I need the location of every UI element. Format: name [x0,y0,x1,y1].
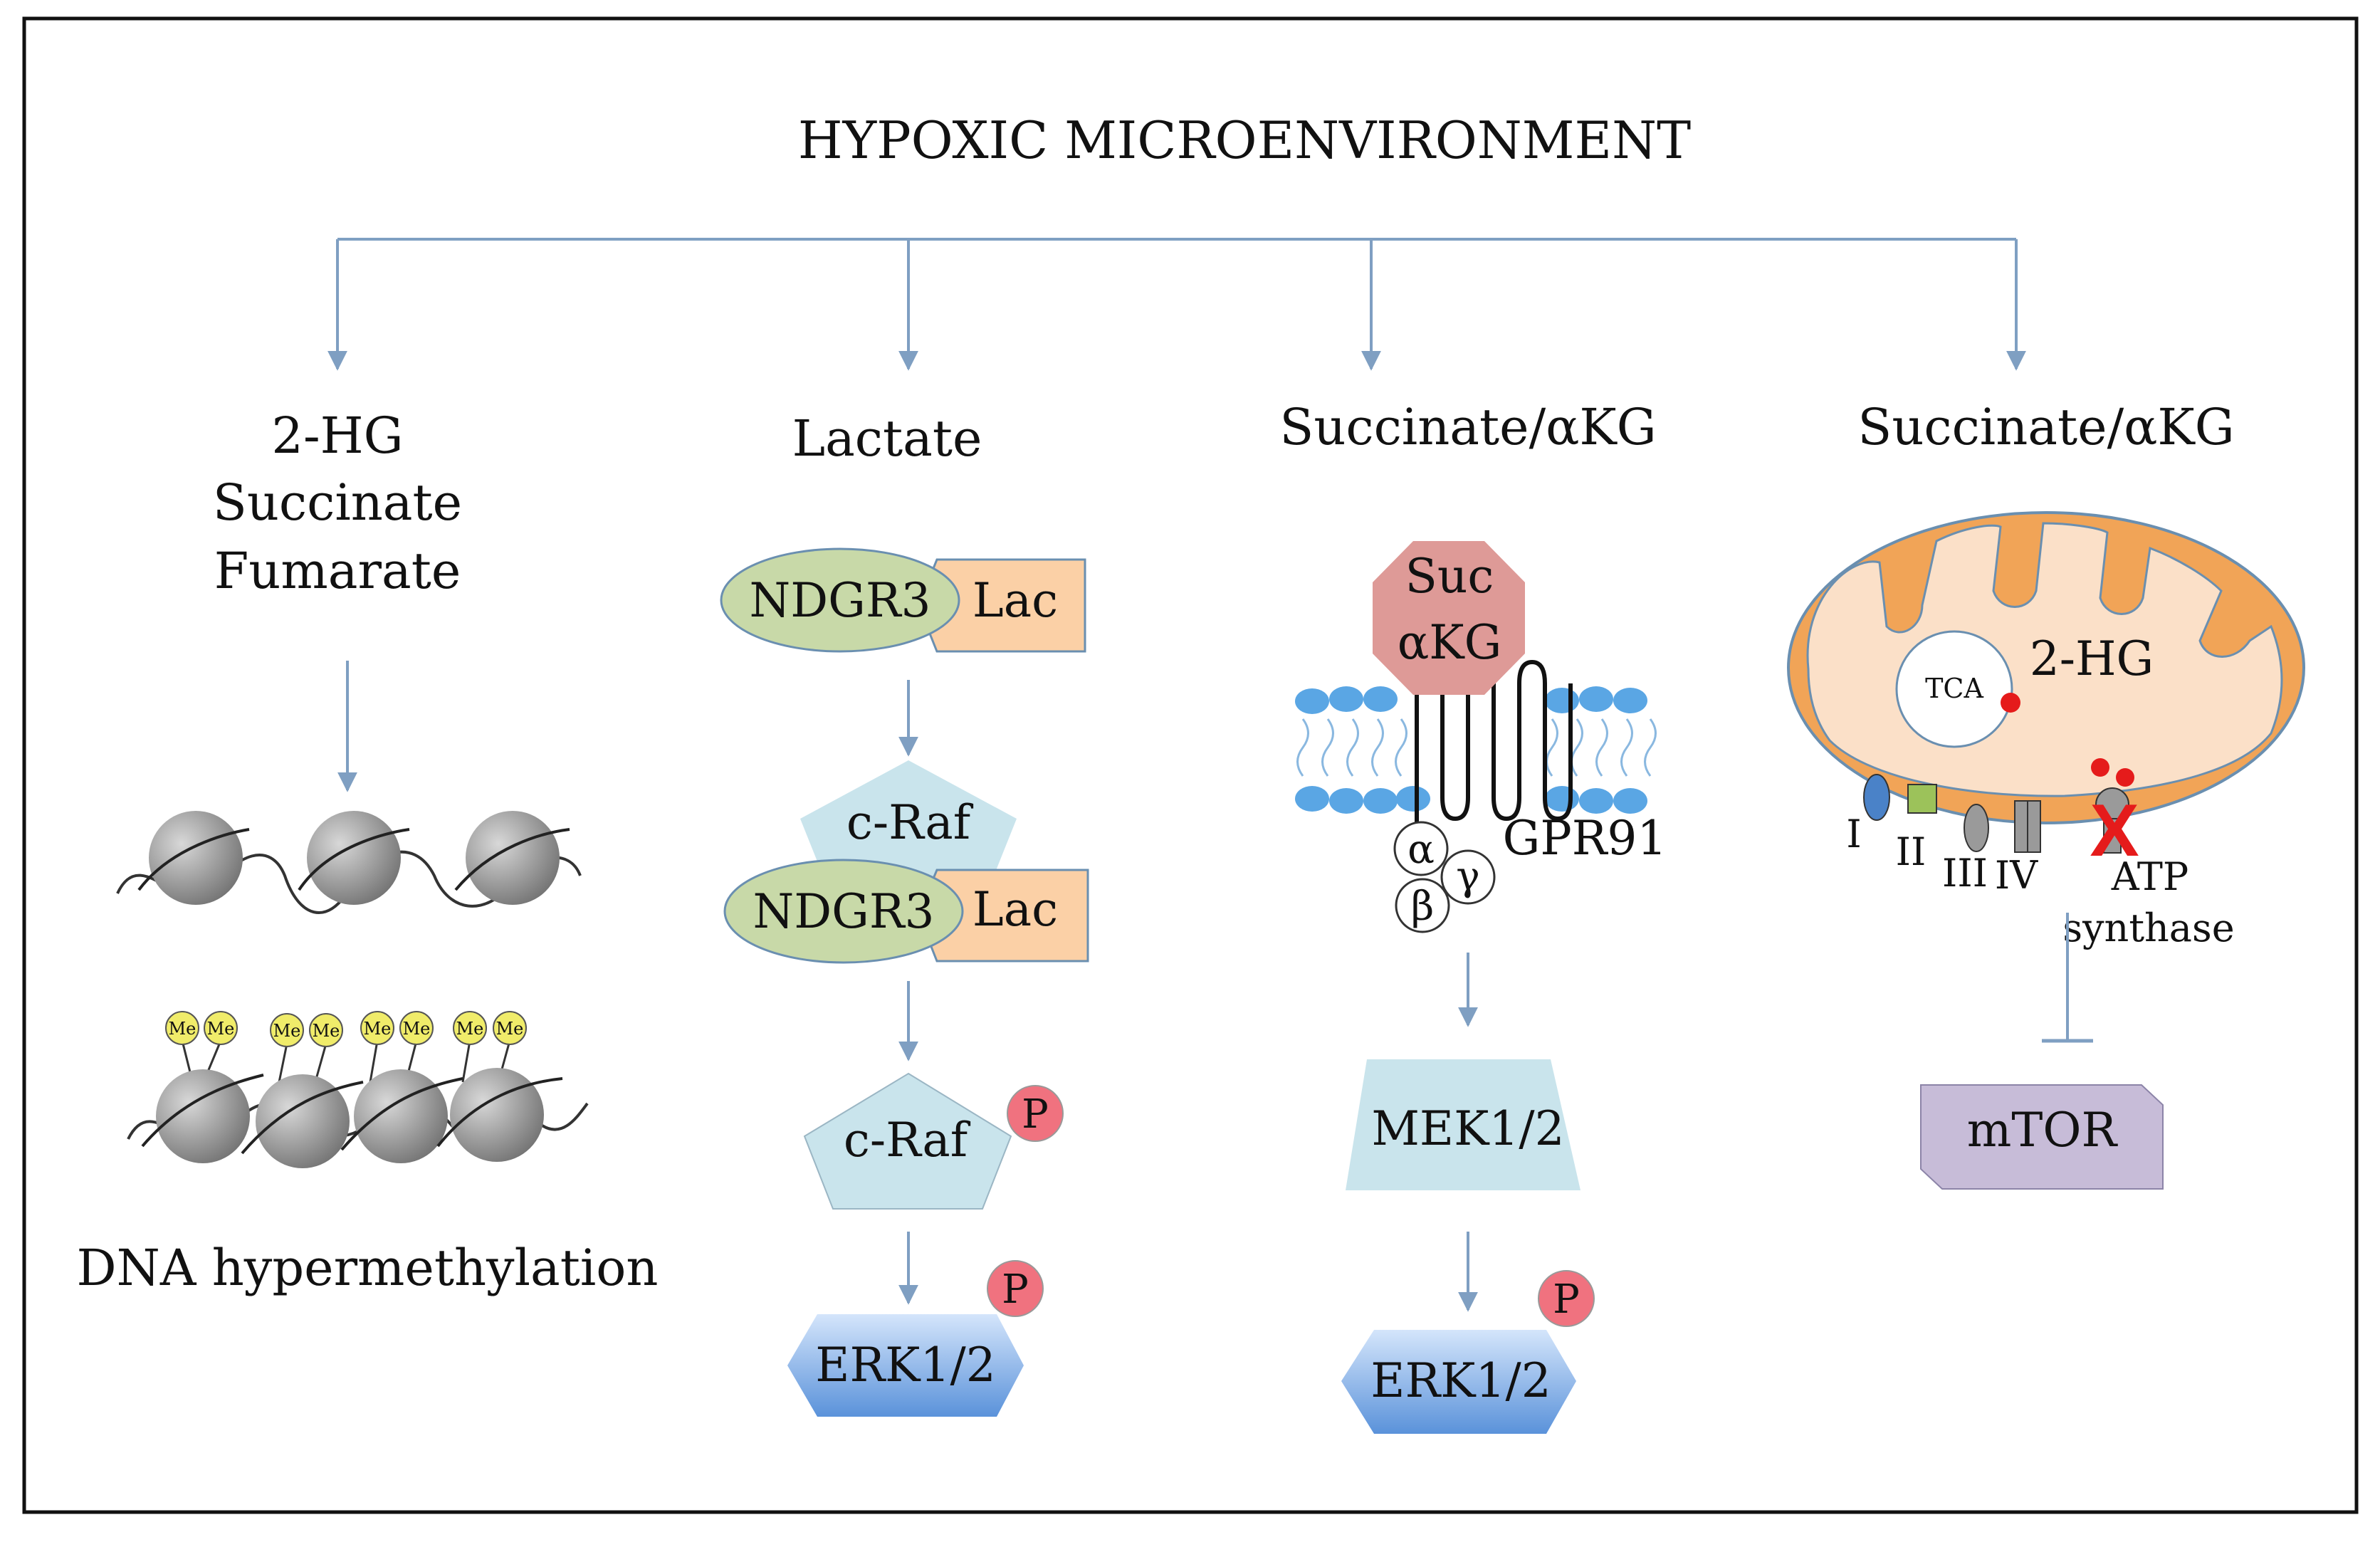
red-dot [2001,693,2020,713]
methyl-groups: Me Me Me Me Me Me Me Me [165,1011,527,1047]
diagram-title: HYPOXIC MICROENVIRONMENT [798,110,1691,170]
tca-cycle [1895,630,2013,748]
ndgr3-ellipse [723,859,964,964]
methyl-group [399,1011,434,1045]
atp-synthase-inhibit-x: X [2090,790,2139,872]
atp-label: ATP [2111,854,2188,899]
metabolite-fumarate: Fumarate [214,542,461,600]
nucleosome [354,1069,448,1163]
methyl-group [204,1011,238,1045]
phospho-label: P [1002,1266,1029,1313]
outcome-dna-hypermethylation: DNA hypermethylation [77,1239,659,1297]
synthase-label: synthase [2062,906,2234,950]
phospho-marker [987,1260,1044,1317]
craf-phospho-pentagon [803,1072,1012,1210]
complex-ii-shape [1907,784,1937,814]
erk-hexagon [1341,1330,1576,1434]
succinate-ligand-octagon [1373,541,1525,695]
methyl-label: Me [207,1019,235,1039]
mek-trapezoid [1346,1059,1580,1190]
nucleosome [307,811,401,905]
metabolite-succinate-akg-2: Succinate/αKG [1857,398,2234,456]
lipid-bilayer [1295,686,1657,814]
lac-label: Lac [973,573,1058,628]
red-dot [2091,758,2109,777]
nucleosome [466,811,560,905]
erk-hexagon [787,1314,1024,1417]
panel-epigenetic: 2-HG Succinate Fumarate [77,407,659,1297]
erk-label: ERK1/2 [815,1338,995,1392]
complex-iii-shape [1964,804,1989,852]
g-beta-label: β [1411,883,1434,930]
g-alpha-subunit [1393,821,1449,876]
lipid-heads [1295,686,1647,814]
gpr91-label: GPR91 [1503,811,1667,866]
chromatin-methylated: Me Me Me Me Me Me Me Me [127,1011,589,1168]
tca-label: TCA [1925,673,1983,704]
metabolite-2hg: 2-HG [271,407,403,465]
methyl-label: Me [273,1021,301,1041]
g-beta-subunit [1395,878,1450,933]
top-connector [327,238,2026,371]
outer-frame [22,16,2359,1514]
metabolite-succinate: Succinate [213,473,462,532]
metabolite-succinate-akg: Succinate/αKG [1279,398,1656,456]
phospho-label: P [1022,1091,1049,1138]
metabolite-lactate: Lactate [792,409,982,468]
red-dot [2116,768,2134,787]
mek-label: MEK1/2 [1371,1101,1564,1156]
complex-ii-label: II [1896,829,1926,874]
panel-gpr91: Succinate/αKG [1279,398,1667,1434]
methyl-group [270,1013,304,1047]
complex-i-label: I [1846,812,1861,856]
panel-mitochondria: Succinate/αKG TCA 2-HG X I II III IV ATP… [1787,398,2305,1190]
methyl-label: Me [364,1019,392,1039]
mito-2hg-label: 2-HG [2030,631,2154,686]
atp-synthase-stalk [2103,818,2122,854]
phospho-marker [1007,1085,1064,1142]
ndgr3-ellipse [720,547,960,653]
g-gamma-subunit [1440,849,1496,905]
ligand-suc-label: Suc [1405,549,1494,604]
methyl-label: Me [456,1019,484,1039]
methyl-label: Me [403,1019,431,1039]
mtor-box [1920,1084,2164,1190]
nucleosome [256,1074,350,1168]
nucleosome [450,1068,544,1162]
complex-iv-label: IV [1995,853,2038,898]
complex-i-shape [1863,774,1890,821]
methyl-group [309,1013,343,1047]
phospho-label: P [1553,1276,1580,1323]
ndgr3-label: NDGR3 [749,573,930,628]
methyl-group [165,1011,199,1045]
methyl-group [453,1011,487,1045]
lipid-tails [1296,718,1657,777]
methyl-label: Me [313,1021,340,1041]
erk-label: ERK1/2 [1370,1353,1551,1408]
craf-label: c-Raf [846,795,974,850]
ndgr3-label: NDGR3 [753,884,934,939]
chromatin-unmethylated [116,811,582,914]
lac-label: Lac [973,882,1058,937]
methyl-label: Me [496,1019,524,1039]
g-alpha-label: α [1407,827,1435,873]
methyl-group [493,1011,527,1045]
phospho-marker [1538,1270,1595,1327]
complex-iii-label: III [1942,851,1988,896]
nucleosome [149,811,243,905]
ligand-akg-label: αKG [1398,615,1502,670]
craf-phospho-label: c-Raf [844,1113,971,1168]
craf-pentagon [800,760,1017,886]
nucleosome [156,1069,250,1163]
panel-lactate: Lactate NDGR3 Lac c-Raf NDGR3 Lac c-Raf … [720,409,1089,1417]
gpr91-receptor [1415,659,1573,833]
mtor-label: mTOR [1967,1103,2119,1158]
methyl-label: Me [169,1019,196,1039]
g-gamma-label: γ [1456,854,1479,900]
methyl-group [360,1011,394,1045]
